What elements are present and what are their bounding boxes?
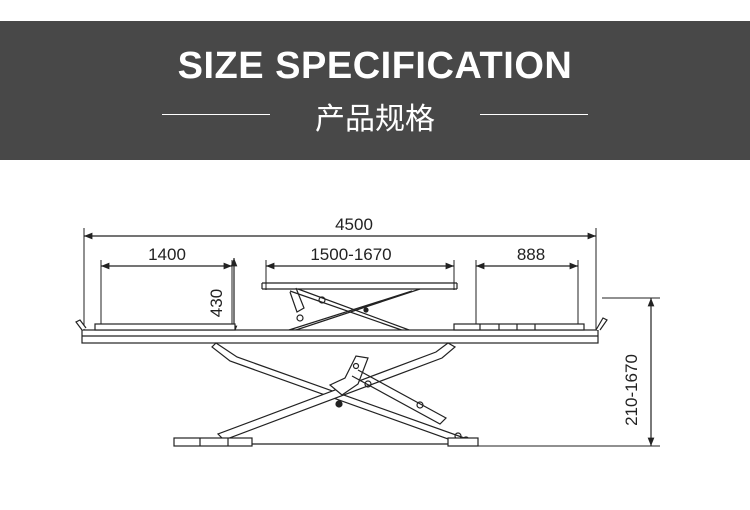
dim-left-platform: 1400 [148, 245, 186, 264]
dimension-lines [84, 232, 655, 446]
page-subtitle: 产品规格 [315, 102, 435, 137]
dim-middle-span: 1500-1670 [310, 245, 391, 264]
main-platform [75, 317, 608, 344]
header-banner: SIZE SPECIFICATION 产品规格 [0, 21, 750, 160]
dim-overall-length: 4500 [335, 215, 373, 234]
dim-upper-height: 430 [207, 289, 226, 317]
upper-platform [261, 282, 458, 290]
page-title: SIZE SPECIFICATION [177, 45, 573, 87]
title-divider-left [162, 114, 270, 115]
title-divider-right [480, 114, 588, 115]
dim-lift-height: 210-1670 [622, 354, 641, 426]
base-frame [173, 437, 479, 447]
upper-scissor-arms [288, 287, 421, 335]
dim-right-platform: 888 [517, 245, 545, 264]
lower-scissor-arms [211, 342, 472, 445]
